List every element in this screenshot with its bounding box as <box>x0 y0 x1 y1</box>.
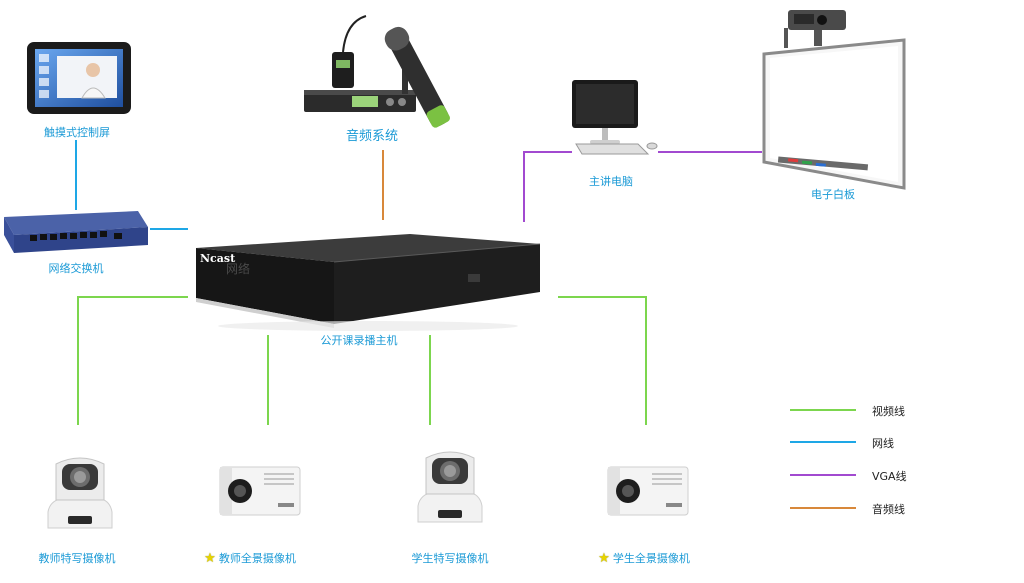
star-icon: ★ <box>598 551 610 566</box>
student-closeup-camera-image <box>417 451 483 523</box>
legend-label-video: 视频线 <box>872 405 905 418</box>
legend-label-network: 网线 <box>872 437 894 450</box>
recording-host-image: Ncast 网络 <box>188 228 544 332</box>
audio-system-image <box>304 15 450 128</box>
student-panorama-camera-text: 学生全景摄像机 <box>612 552 690 565</box>
teacher-panorama-camera-label: ★教师全景摄像机 <box>204 550 296 566</box>
lecturer-pc-label: 主讲电脑 <box>589 175 633 188</box>
network-switch-label: 网络交换机 <box>48 262 104 275</box>
student-closeup-camera-label: 学生特写摄像机 <box>411 552 489 565</box>
host-watermark: 网络 <box>226 262 251 276</box>
network-switch-image <box>4 211 148 253</box>
teacher-closeup-camera-image <box>47 457 113 529</box>
touch-screen-image <box>27 42 131 114</box>
legend-label-vga: VGA线 <box>872 470 907 483</box>
whiteboard-label: 电子白板 <box>811 188 855 201</box>
video-line-teacher-closeup <box>77 296 188 425</box>
video-line-student-panorama <box>558 296 647 425</box>
legend-label-audio: 音频线 <box>872 503 905 516</box>
teacher-panorama-camera-text: 教师全景摄像机 <box>218 552 296 565</box>
audio-system-label: 音频系统 <box>345 129 399 144</box>
whiteboard-image <box>762 10 906 190</box>
teacher-closeup-camera-label: 教师特写摄像机 <box>38 552 116 565</box>
vga-line-pc-host <box>523 151 572 222</box>
star-icon: ★ <box>204 551 216 566</box>
touch-screen-label: 触摸式控制屏 <box>44 126 110 139</box>
host-brand: Ncast <box>200 252 236 265</box>
student-panorama-camera-label: ★学生全景摄像机 <box>598 550 690 566</box>
recording-host-label: 公开课录播主机 <box>320 334 398 347</box>
student-panorama-camera-image <box>607 466 689 516</box>
teacher-panorama-camera-image <box>219 466 301 516</box>
lecturer-pc-image <box>572 80 658 155</box>
